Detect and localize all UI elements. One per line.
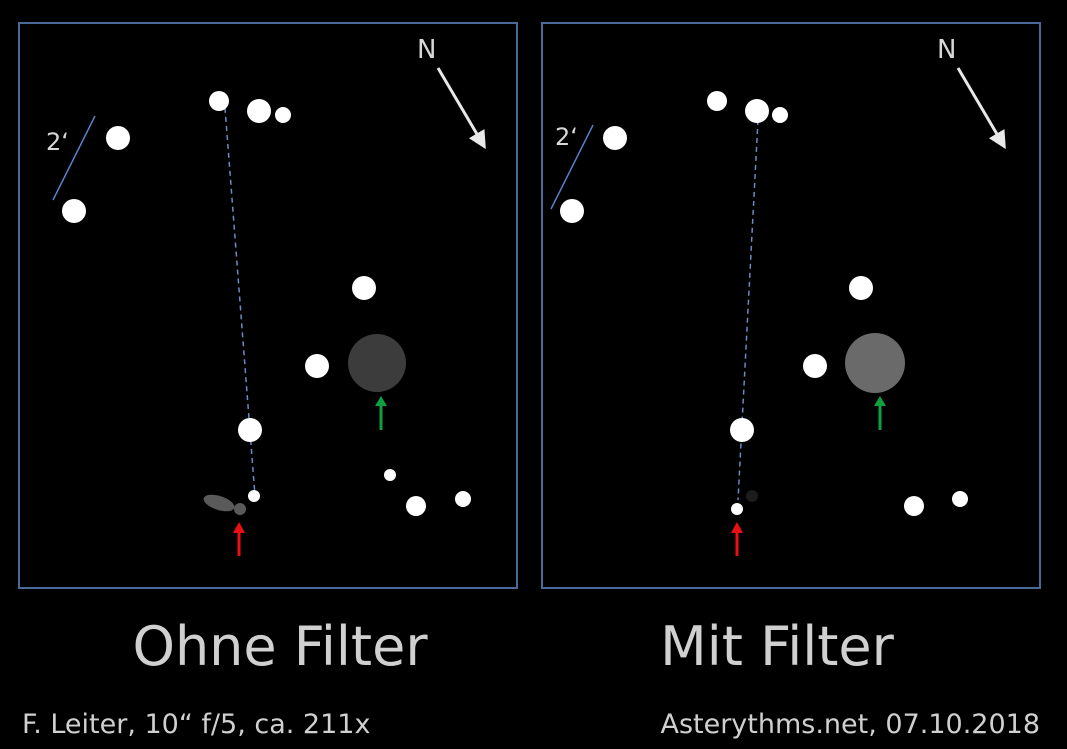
star (731, 503, 743, 515)
scale-bar (550, 124, 594, 210)
panel-caption: Mit Filter (660, 615, 894, 678)
star (849, 276, 873, 300)
nebula-disc (845, 333, 905, 393)
stars (560, 91, 968, 516)
scale-label: 2‘ (555, 123, 578, 151)
star (707, 91, 727, 111)
star (352, 276, 376, 300)
scale-label: 2‘ (46, 128, 69, 156)
star (730, 418, 754, 442)
star (238, 418, 262, 442)
red-arrow (233, 522, 245, 556)
star (904, 496, 924, 516)
star (455, 491, 471, 507)
green-arrow (375, 396, 387, 430)
star (745, 99, 769, 123)
stars (62, 91, 471, 516)
star (406, 496, 426, 516)
north-label: N (937, 35, 956, 65)
star (247, 99, 271, 123)
star (603, 126, 627, 150)
star (248, 490, 260, 502)
footer-credit: F. Leiter, 10“ f/5, ca. 211x (22, 709, 370, 740)
star (952, 491, 968, 507)
star (560, 199, 584, 223)
faint-star (746, 490, 758, 502)
star (803, 354, 827, 378)
panel-with-filter: N 2‘ (541, 22, 1041, 678)
galaxy-blob (203, 494, 235, 512)
galaxy-core (234, 503, 246, 515)
red-arrow (731, 522, 743, 556)
north-arrow (956, 67, 1006, 150)
nebula-disc (348, 334, 406, 392)
north-label: N (417, 35, 436, 65)
star (209, 91, 229, 111)
north-arrow (436, 67, 486, 150)
footer-source-date: Asterythms.net, 07.10.2018 (660, 709, 1040, 740)
star (772, 107, 788, 123)
star (384, 469, 396, 481)
panel-caption: Ohne Filter (132, 615, 428, 678)
green-arrow (874, 396, 886, 430)
star (275, 107, 291, 123)
panel-without-filter: N 2‘ (18, 22, 518, 678)
scale-bar (52, 115, 96, 201)
star (305, 354, 329, 378)
star (62, 199, 86, 223)
star (106, 126, 130, 150)
